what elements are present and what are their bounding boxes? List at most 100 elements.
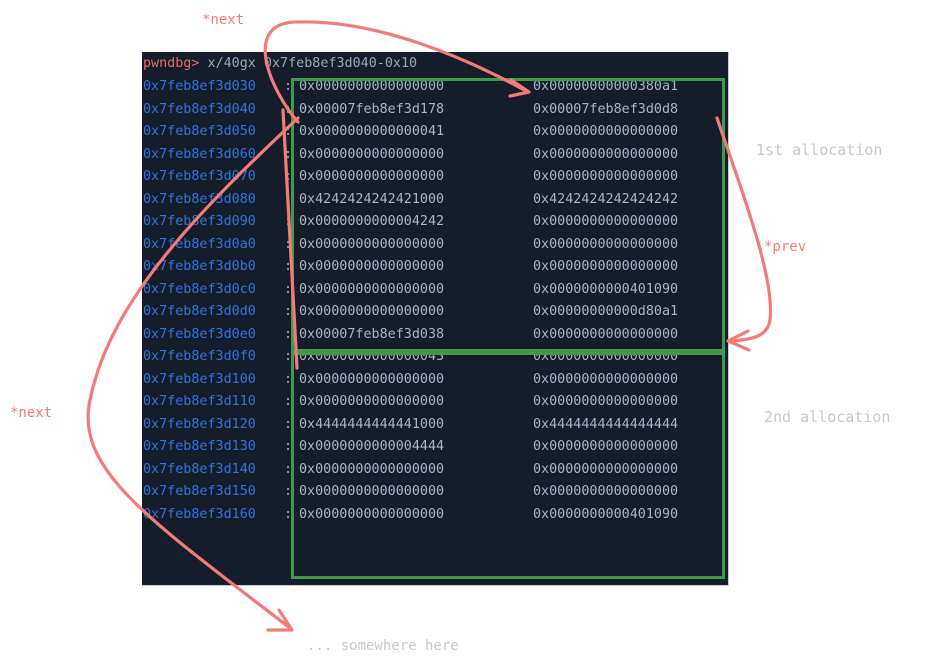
- row-address: 0x7feb8ef3d040: [143, 101, 256, 117]
- command-line: pwndbg> x/40gx 0x7feb8ef3d040-0x10: [143, 54, 417, 74]
- second-allocation-label: 2nd allocation: [764, 408, 891, 426]
- first-allocation-label: 1st allocation: [756, 141, 883, 159]
- row-address: 0x7feb8ef3d160: [143, 506, 256, 522]
- row-address: 0x7feb8ef3d0c0: [143, 281, 256, 297]
- next-label-top: *next: [202, 12, 245, 28]
- prev-label: *prev: [764, 239, 807, 255]
- row-value-2: 0x0000000000000000: [533, 124, 679, 139]
- row-value-1: 0x0000000000000000: [299, 304, 445, 319]
- row-value-1: 0x0000000000000041: [299, 124, 445, 139]
- next-arrow-left-head: [266, 608, 294, 632]
- address-colon: :: [284, 416, 293, 432]
- row-value-2: 0x0000000000000000: [533, 461, 679, 477]
- row-value-1: 0x0000000000000000: [299, 259, 445, 274]
- address-colon: :: [284, 79, 293, 94]
- memory-row: 0x7feb8ef3d030:0x0000000000000000 0x00000…: [143, 77, 723, 97]
- prev-arrow-head: [726, 329, 751, 352]
- memory-row: 0x7feb8ef3d120:0x4444444444441000 0x44444…: [143, 415, 723, 435]
- address-colon: :: [284, 236, 293, 252]
- row-value-1: 0x0000000000000000: [299, 484, 445, 499]
- row-value-1: 0x0000000000000000: [299, 79, 445, 94]
- row-address: 0x7feb8ef3d030: [143, 79, 256, 94]
- row-value-2: 0x0000000000401090: [533, 281, 679, 297]
- row-value-2: 0x0000000000000000: [533, 169, 679, 184]
- address-colon: :: [284, 146, 293, 162]
- row-address: 0x7feb8ef3d150: [143, 484, 256, 499]
- address-colon: :: [284, 326, 293, 342]
- row-address: 0x7feb8ef3d070: [143, 169, 256, 184]
- somewhere-here-label: ... somewhere here: [307, 638, 459, 654]
- row-value-2: 0x0000000000000000: [533, 214, 679, 229]
- row-value-1: 0x0000000000004444: [299, 439, 445, 454]
- row-value-1: 0x0000000000000000: [299, 169, 445, 184]
- row-value-1: 0x0000000000000000: [299, 146, 445, 162]
- address-colon: :: [284, 259, 293, 274]
- prompt: pwndbg>: [143, 56, 200, 71]
- terminal-window: [142, 52, 729, 586]
- row-address: 0x7feb8ef3d120: [143, 416, 256, 432]
- row-value-2: 0x00000000000d80a1: [533, 304, 679, 319]
- row-value-2: 0x0000000000000000: [533, 259, 679, 274]
- row-value-2: 0x00000000000380a1: [533, 79, 679, 94]
- next-label-left: *next: [10, 405, 53, 421]
- row-value-2: 0x0000000000000000: [533, 484, 679, 499]
- command-text: x/40gx 0x7feb8ef3d040-0x10: [199, 56, 418, 71]
- row-address: 0x7feb8ef3d130: [143, 439, 256, 454]
- row-address: 0x7feb8ef3d0b0: [143, 259, 256, 274]
- row-value-1: 0x0000000000000000: [299, 506, 445, 522]
- row-value-1: 0x00007feb8ef3d178: [299, 101, 445, 117]
- row-value-1: 0x0000000000004242: [299, 214, 445, 229]
- row-value-1: 0x4242424242421000: [299, 191, 445, 207]
- address-colon: :: [284, 439, 293, 454]
- row-value-2: 0x0000000000000000: [533, 236, 679, 252]
- row-address: 0x7feb8ef3d0e0: [143, 326, 256, 342]
- row-value-2: 0x00007feb8ef3d0d8: [533, 101, 679, 117]
- address-colon: :: [284, 461, 293, 477]
- next-arrow-top-head: [508, 78, 531, 98]
- row-value-2: 0x0000000000000000: [533, 326, 679, 342]
- row-address: 0x7feb8ef3d0d0: [143, 304, 256, 319]
- row-address: 0x7feb8ef3d110: [143, 394, 256, 409]
- next-arrow-left: [86, 116, 300, 630]
- row-value-1: 0x0000000000000000: [299, 371, 445, 387]
- row-address: 0x7feb8ef3d090: [143, 214, 256, 229]
- row-address: 0x7feb8ef3d060: [143, 146, 256, 162]
- row-address: 0x7feb8ef3d050: [143, 124, 256, 139]
- row-value-2: 0x0000000000000000: [533, 371, 679, 387]
- address-colon: :: [284, 304, 293, 319]
- second-allocation-box: [291, 349, 725, 579]
- row-value-2: 0x4242424242424242: [533, 191, 679, 207]
- address-colon: :: [284, 394, 293, 409]
- row-value-2: 0x4444444444444444: [533, 416, 679, 432]
- row-value-1: 0x0000000000000000: [299, 236, 445, 252]
- address-colon: :: [284, 506, 293, 522]
- row-value-2: 0x0000000000000000: [533, 394, 679, 409]
- row-address: 0x7feb8ef3d140: [143, 461, 256, 477]
- row-value-2: 0x0000000000401090: [533, 506, 679, 522]
- memory-row: 0x7feb8ef3d0d0:0x0000000000000000 0x00000…: [143, 302, 723, 322]
- row-value-1: 0x4444444444441000: [299, 416, 445, 432]
- row-address: 0x7feb8ef3d080: [143, 191, 256, 207]
- next-arrow-top: [263, 20, 530, 124]
- prev-arrow: [715, 116, 773, 343]
- next-arrow-to-2nd: [281, 108, 299, 370]
- row-address: 0x7feb8ef3d100: [143, 371, 256, 387]
- row-value-1: 0x0000000000000000: [299, 461, 445, 477]
- address-colon: :: [284, 281, 293, 297]
